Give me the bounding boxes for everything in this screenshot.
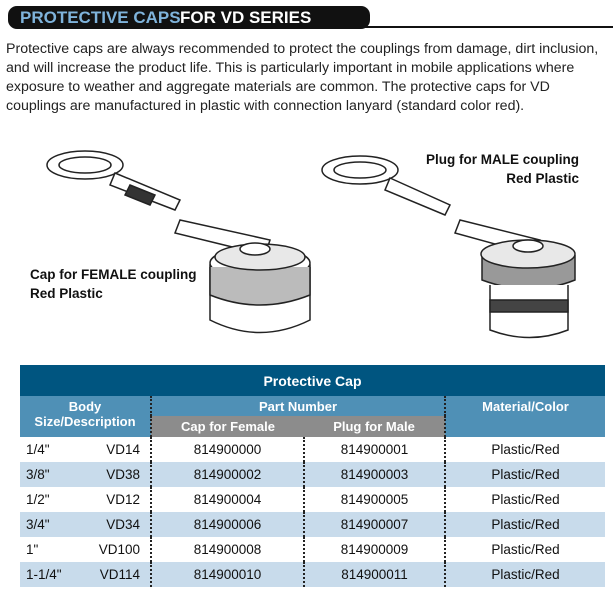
female-cap-label-line1: Cap for FEMALE coupling: [30, 267, 197, 282]
female-part-cell: 814900010: [151, 562, 305, 587]
size-cell: 3/4" VD34: [20, 512, 152, 537]
female-part-cell: 814900004: [151, 487, 305, 512]
table-row: 1-1/4" VD114 814900010 814900011 Plastic/…: [20, 562, 605, 587]
col-female-header: Cap for Female: [151, 416, 304, 437]
col-male-header: Plug for Male: [304, 416, 446, 437]
material-cell: Plastic/Red: [445, 512, 605, 537]
male-part-cell: 814900005: [304, 487, 446, 512]
section-banner: PROTECTIVE CAPS FOR VD SERIES: [8, 6, 370, 29]
material-cell: Plastic/Red: [491, 442, 560, 457]
male-plug-illustration: [321, 155, 576, 339]
male-part-cell: 814900001: [304, 437, 446, 462]
table-row: 3/8" VD38 814900002 814900003 Plastic/Red: [20, 462, 605, 487]
protective-cap-table: Protective Cap Body Size/Description Par…: [20, 365, 605, 587]
size-cell: 1/4" VD14: [20, 437, 152, 462]
table-row: 1" VD100 814900008 814900009 Plastic/Red: [20, 537, 605, 562]
desc-value: VD114: [99, 567, 140, 582]
material-cell: Plastic/Red: [445, 462, 605, 487]
banner-rule: [360, 26, 613, 28]
size-cell: 3/8" VD38: [20, 462, 152, 487]
size-cell: 1" VD100: [20, 537, 152, 562]
table-row: 3/4" VD34 814900006 814900007 Plastic/Red: [20, 512, 605, 537]
male-plug-label-line2: Red Plastic: [506, 171, 579, 186]
size-value: 1/2": [26, 492, 50, 507]
male-part-cell: 814900007: [304, 512, 446, 537]
size-value: 3/8": [26, 467, 50, 482]
desc-value: VD34: [106, 517, 140, 532]
size-value: 3/4": [26, 517, 50, 532]
desc-value: VD100: [98, 542, 140, 557]
male-part-cell: 814900003: [304, 462, 446, 487]
male-plug-label-line1: Plug for MALE coupling: [426, 152, 579, 167]
size-cell: 1-1/4" VD114: [20, 562, 152, 587]
desc-value: VD14: [106, 442, 140, 457]
intro-paragraph: Protective caps are always recommended t…: [6, 41, 599, 114]
col-material-header: Material/Color: [445, 396, 605, 437]
banner-title-a: PROTECTIVE CAPS: [20, 8, 181, 27]
size-value: 1/4": [26, 442, 50, 457]
female-part-cell: 814900000: [151, 437, 305, 462]
table-row: 1/4" VD14 814900000 814900001 Plastic/Red: [20, 437, 605, 462]
size-cell: 1/2" VD12: [20, 487, 152, 512]
desc-value: VD12: [106, 492, 140, 507]
size-value: 1-1/4": [26, 567, 62, 582]
female-part-cell: 814900006: [151, 512, 305, 537]
female-cap-illustration: [46, 150, 320, 340]
material-cell: Plastic/Red: [491, 492, 560, 507]
table-title: Protective Cap: [20, 365, 605, 396]
table-row: 1/2" VD12 814900004 814900005 Plastic/Red: [20, 487, 605, 512]
material-cell: Plastic/Red: [491, 542, 560, 557]
male-part-cell: 814900011: [304, 562, 446, 587]
male-plug-label: Plug for MALE coupling Red Plastic: [425, 150, 579, 188]
female-part-cell: 814900008: [151, 537, 305, 562]
col-size-header: Body Size/Description: [20, 396, 152, 437]
female-cap-label-line2: Red Plastic: [30, 286, 103, 301]
female-cap-label: Cap for FEMALE coupling Red Plastic: [30, 265, 197, 303]
material-cell: Plastic/Red: [445, 562, 605, 587]
male-part-cell: 814900009: [304, 537, 446, 562]
female-part-cell: 814900002: [151, 462, 305, 487]
col-part-header: Part Number: [151, 396, 446, 416]
banner-title-b: FOR VD SERIES: [180, 8, 312, 27]
size-value: 1": [26, 542, 39, 557]
desc-value: VD38: [106, 467, 140, 482]
